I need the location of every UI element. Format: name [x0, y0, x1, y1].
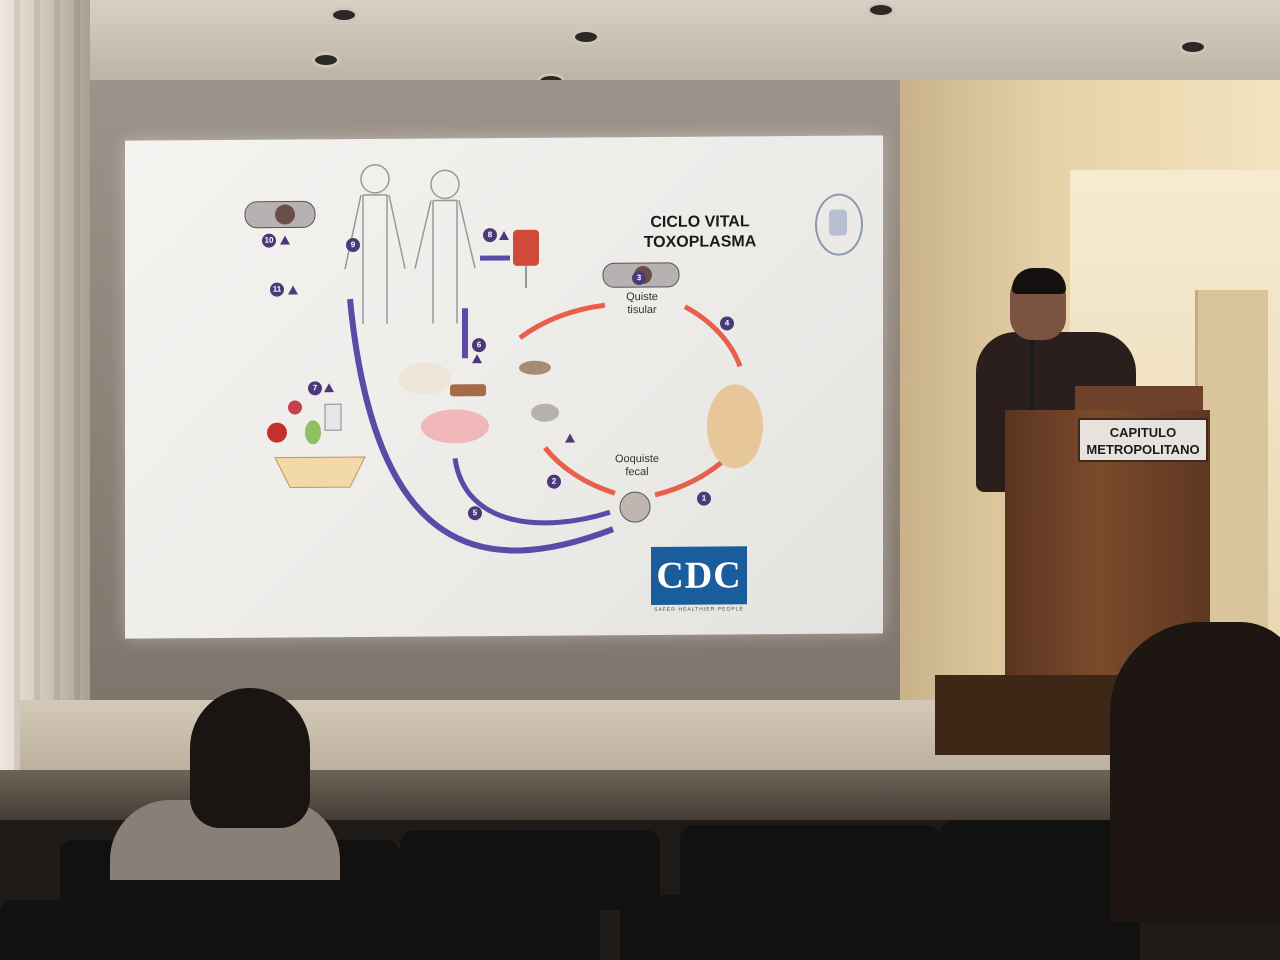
oocyst-label: Ooquiste fecal [607, 453, 667, 479]
ceiling-light [1182, 42, 1204, 52]
tissue-cyst-label-line2: tisular [627, 303, 657, 317]
rodent-icon [531, 403, 559, 422]
pear-icon [305, 420, 321, 445]
arrow-red-to-cyst [518, 302, 606, 340]
step-badge: 8 [483, 228, 497, 243]
slide-title: CICLO VITAL TOXOPLASMA [625, 212, 775, 253]
ceiling-light [315, 55, 337, 65]
slide-title-line1: CICLO VITAL [650, 213, 750, 231]
arrow-red-to-rodent [543, 446, 616, 496]
podium-top [1075, 386, 1203, 414]
step-badge: 6 [472, 338, 486, 353]
podium-base [935, 675, 1130, 755]
cdc-logo: CDC [651, 546, 747, 605]
pig-icon [421, 409, 489, 444]
triangle-marker [472, 354, 482, 364]
water-glass-icon [324, 403, 342, 431]
ceiling-light [333, 10, 355, 20]
step-badge: 7 [308, 381, 322, 396]
cyst-icon [275, 204, 295, 225]
slide-title-line2: TOXOPLASMA [643, 233, 757, 252]
seat-row [400, 830, 660, 910]
step-badge: 10 [262, 233, 276, 248]
seat-row [940, 820, 1140, 900]
audience-member-head [1110, 622, 1280, 922]
podium-sign-line1: CAPITULO [1109, 425, 1177, 440]
step-badge: 1 [697, 491, 711, 506]
step-badge: 4 [720, 316, 734, 331]
podium-sign: CAPITULO METROPOLITANO [1078, 418, 1208, 462]
step-badge: 11 [270, 282, 284, 297]
berries-icon [288, 400, 302, 415]
triangle-marker [280, 235, 290, 245]
step-badge: 5 [468, 506, 482, 521]
arrow-red-to-cat [683, 304, 743, 368]
step-badge: 9 [346, 238, 360, 253]
institution-seal-logo [815, 193, 863, 256]
step-badge: 2 [547, 474, 561, 489]
microphone-stand [1030, 340, 1034, 460]
step-badge: 3 [632, 271, 646, 286]
lifecycle-diagram [244, 164, 763, 554]
seat-row [680, 825, 940, 905]
podium-sign-line2: METROPOLITANO [1086, 442, 1200, 457]
triangle-marker [499, 230, 509, 241]
oocyst-image [619, 491, 651, 523]
cdc-tagline: SAFER·HEALTHIER·PEOPLE [654, 606, 744, 613]
human-figures [344, 164, 476, 324]
ceiling-light [870, 5, 892, 15]
seat-row [620, 895, 1140, 960]
speaker-hair [1012, 268, 1066, 294]
cat-icon [707, 384, 763, 469]
blood-bag-icon [513, 229, 539, 266]
audience-member-head [190, 688, 310, 828]
ceiling [0, 0, 1280, 90]
tissue-cyst-label: Quiste tisular [617, 291, 667, 317]
ceiling-light [575, 32, 597, 42]
triangle-marker [288, 285, 298, 295]
sheep-icon [399, 362, 451, 395]
arrow-purple-to-livestock [452, 457, 611, 526]
oocyst-label-line1: Ooquiste [614, 452, 660, 466]
tissue-cyst-label-line1: Quiste [626, 290, 658, 304]
litter-box-icon [274, 456, 366, 488]
triangle-marker [565, 433, 575, 443]
oocyst-label-line2: fecal [625, 465, 649, 479]
seat-row [0, 900, 600, 960]
triangle-marker [324, 383, 334, 393]
bird-icon [519, 360, 551, 375]
meat-icon [450, 384, 486, 397]
apple-icon [267, 422, 287, 443]
projection-screen: CICLO VITAL TOXOPLASMA Quiste tisular Oo… [125, 135, 883, 639]
arrow-purple-to-human [347, 298, 615, 554]
